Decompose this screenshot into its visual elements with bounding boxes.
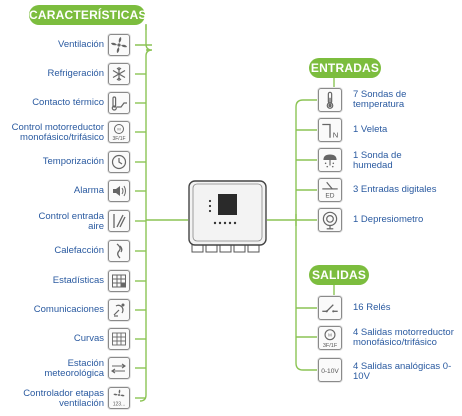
humidity-icon — [318, 148, 342, 172]
statistics-icon — [108, 270, 130, 292]
motor-icon: M 3F/1F — [108, 121, 130, 143]
alarm-icon — [108, 180, 130, 202]
wind-vane-icon: N — [318, 118, 342, 142]
label-sondas-temperatura: 7 Sondas de temperatura — [353, 89, 407, 110]
curves-icon — [108, 328, 130, 350]
salidas-motor-icon: M 3F/1F — [318, 326, 342, 350]
thermal-contact-icon — [108, 92, 130, 114]
analog-output-icon-text: 0-10V — [321, 368, 339, 375]
salidas-title: SALIDAS — [309, 265, 369, 285]
label-refrigeracion: Refrigeración — [47, 68, 105, 79]
label-depresiometro: 1 Depresiometro — [353, 214, 424, 225]
wind-vane-icon-text: N — [333, 131, 339, 140]
motor-icon-text: 3F/1F — [112, 136, 125, 142]
digital-input-icon: ED — [318, 178, 342, 202]
relay-icon — [318, 296, 342, 320]
fan-icon — [108, 34, 130, 56]
salidas-motor-icon-text: 3F/1F — [323, 343, 338, 349]
label-control-motorreductor: Control motorreductor monofásico/trifási… — [11, 122, 104, 143]
ventilation-stages-icon: 123... — [108, 387, 130, 409]
label-salidas-motorreductor: 4 Salidas motorreductor monofásico/trifá… — [353, 327, 454, 348]
label-entradas-digitales: 3 Entradas digitales — [353, 184, 437, 195]
label-control-entrada-aire: Control entrada aire — [38, 211, 104, 232]
caracteristicas-title: CARACTERÍSTICAS — [29, 5, 146, 25]
label-controlador-etapas: Controlador etapas ventilación — [23, 388, 104, 409]
label-curvas: Curvas — [73, 333, 104, 344]
label-contacto-termico: Contacto térmico — [32, 97, 104, 108]
label-veleta: 1 Veleta — [353, 124, 388, 135]
label-reles: 16 Relés — [353, 302, 391, 313]
communications-icon — [108, 299, 130, 321]
air-inlet-icon — [108, 210, 130, 232]
entradas-title: ENTRADAS — [309, 58, 381, 78]
clock-icon — [108, 151, 130, 173]
label-alarma: Alarma — [73, 185, 104, 196]
digital-input-icon-text: ED — [325, 193, 334, 200]
label-estacion-meteorologica: Estación meteorológica — [44, 358, 104, 379]
label-temporizacion: Temporización — [42, 156, 104, 167]
thermometer-icon — [318, 88, 342, 112]
label-comunicaciones: Comunicaciones — [33, 304, 104, 315]
svg-text:M: M — [328, 332, 332, 337]
svg-text:M: M — [117, 127, 120, 132]
label-calefaccion: Calefacción — [54, 245, 104, 256]
snowflake-icon — [108, 63, 130, 85]
controller-device — [188, 180, 267, 258]
label-salidas-analogicas: 4 Salidas analógicas 0-10V — [353, 361, 452, 382]
analog-output-icon: 0-10V — [318, 358, 342, 382]
weather-station-icon — [108, 357, 130, 379]
heating-icon — [108, 240, 130, 262]
pressure-gauge-icon — [318, 208, 342, 232]
ventilation-stages-icon-text: 123... — [113, 402, 126, 408]
label-estadisticas: Estadísticas — [52, 275, 104, 286]
label-ventilacion: Ventilación — [58, 39, 104, 50]
label-sonda-humedad: 1 Sonda de humedad — [353, 150, 402, 171]
